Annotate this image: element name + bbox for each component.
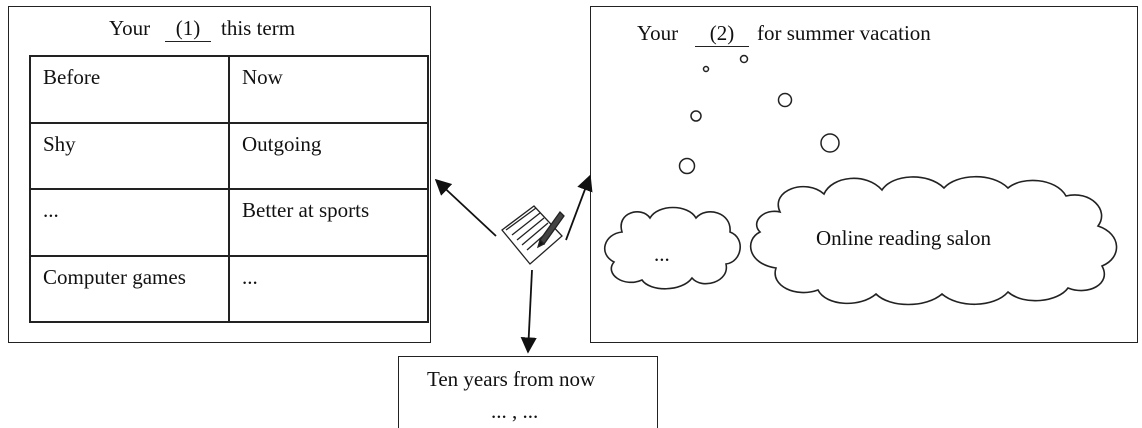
panel-title-suffix: this term (221, 16, 296, 40)
thought-bubbles (678, 54, 840, 175)
panel-title-prefix: Your (637, 21, 679, 45)
table-row: ... Better at sports (29, 188, 429, 257)
table-cell: ... (228, 254, 429, 323)
blank-1: (1) (165, 16, 211, 42)
table-header-row: Before Now (29, 55, 429, 124)
ten-years-panel: Ten years from now ... , ... (398, 356, 658, 428)
blank-2: (2) (695, 21, 749, 47)
table-cell: Better at sports (228, 188, 429, 257)
panel-title: Ten years from now (427, 367, 596, 391)
table-cell: ... (29, 188, 230, 257)
small-cloud-text: ... (654, 242, 670, 266)
paper-and-pen-icon (501, 205, 565, 265)
table-cell: Shy (29, 121, 230, 190)
connector-arrows (434, 174, 593, 354)
this-term-panel: Your (1) this term Before Now Shy Outgoi… (8, 6, 431, 343)
table-row: Shy Outgoing (29, 121, 429, 190)
large-cloud-shape (750, 176, 1118, 306)
panel-title-prefix: Your (109, 16, 151, 40)
table-header-cell: Now (228, 55, 429, 124)
small-cloud-shape (603, 206, 741, 290)
panel-content: ... , ... (491, 399, 539, 423)
table-row: Computer games ... (29, 254, 429, 323)
table-cell: Computer games (29, 254, 230, 323)
table-header-cell: Before (29, 55, 230, 124)
before-now-table: Before Now Shy Outgoing ... Better at sp… (29, 55, 429, 323)
large-cloud-text: Online reading salon (816, 226, 991, 250)
summer-vacation-panel: Your (2) for summer vacation (590, 6, 1138, 343)
panel-title-suffix: for summer vacation (757, 21, 931, 45)
table-cell: Outgoing (228, 121, 429, 190)
